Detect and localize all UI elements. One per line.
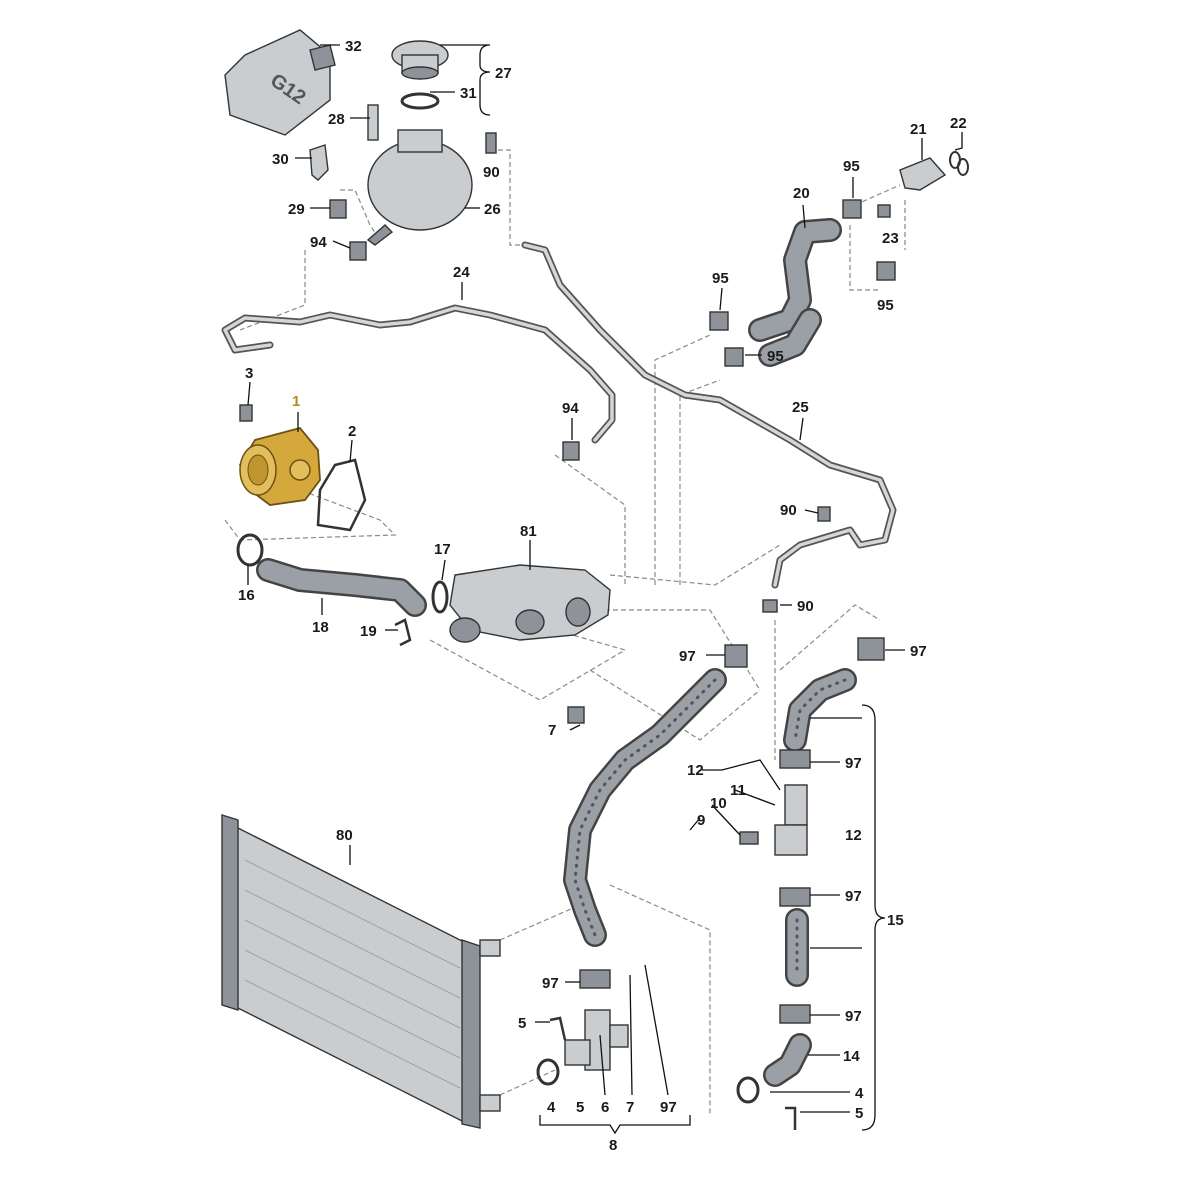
radiator <box>221 814 501 1129</box>
hose-clamp-97-f <box>579 969 611 989</box>
flange-bolt <box>877 204 891 218</box>
label-19: 19 <box>360 623 377 640</box>
label-97-upper-right: 97 <box>910 643 927 660</box>
label-94-mid: 94 <box>562 400 579 417</box>
label-24: 24 <box>453 264 470 281</box>
label-8: 8 <box>609 1137 617 1154</box>
label-5-left: 5 <box>518 1015 526 1032</box>
label-3: 3 <box>245 365 253 382</box>
label-95-left: 95 <box>712 270 729 287</box>
thermostat-housing <box>449 564 611 643</box>
hose-clamp-97-d <box>779 887 811 907</box>
label-4-right: 4 <box>855 1085 864 1102</box>
label-2: 2 <box>348 423 356 440</box>
label-26: 26 <box>484 201 501 218</box>
t-piece-connector <box>564 1009 629 1071</box>
label-20: 20 <box>793 185 810 202</box>
retaining-clip <box>309 144 329 181</box>
clip-connector-upper <box>349 241 367 261</box>
label-9: 9 <box>697 812 705 829</box>
seal-ring <box>431 580 449 614</box>
label-21: 21 <box>910 121 927 138</box>
label-12-right: 12 <box>845 827 862 844</box>
hose-connector <box>485 132 497 154</box>
label-97-bottom: 97 <box>660 1099 677 1116</box>
clamp-95-d <box>724 347 744 367</box>
expansion-tank <box>366 129 473 246</box>
level-sensor <box>367 104 379 141</box>
label-97-hose: 97 <box>679 648 696 665</box>
hose-clamp-97-c <box>779 749 811 769</box>
label-97-right-3: 97 <box>845 1008 862 1025</box>
label-90-top: 90 <box>483 164 500 181</box>
label-27: 27 <box>495 65 512 82</box>
label-1: 1 <box>292 393 300 410</box>
label-25: 25 <box>792 399 809 416</box>
label-30: 30 <box>272 151 289 168</box>
o-ring-second <box>957 158 969 176</box>
flange <box>899 157 947 191</box>
label-97-bottom-left: 97 <box>542 975 559 992</box>
label-28: 28 <box>328 111 345 128</box>
clamp-95-a <box>842 199 862 219</box>
label-4-bottom: 4 <box>547 1099 556 1116</box>
label-32: 32 <box>345 38 362 55</box>
water-pump <box>238 426 321 506</box>
pump-bolt <box>239 404 253 422</box>
label-22: 22 <box>950 115 967 132</box>
hose-clamp-97-a <box>724 644 748 668</box>
hoses <box>256 218 857 1087</box>
label-95-lower: 95 <box>767 348 784 365</box>
spring-clip <box>394 618 412 647</box>
label-6: 6 <box>601 1099 609 1116</box>
label-16: 16 <box>238 587 255 604</box>
label-5-bottom: 5 <box>576 1099 584 1116</box>
o-ring-4-left <box>536 1058 560 1086</box>
label-11: 11 <box>730 782 746 799</box>
cap-seal-ring <box>400 92 440 110</box>
o-ring-4-right <box>736 1076 760 1104</box>
coolant-pipes <box>221 241 897 589</box>
leader-lines <box>247 44 963 1135</box>
clip-connector-lower <box>562 441 580 461</box>
label-12-left: 12 <box>687 762 704 779</box>
label-10: 10 <box>710 795 727 812</box>
label-17: 17 <box>434 541 451 558</box>
label-31: 31 <box>460 85 477 102</box>
hose-clamp-97-b <box>857 637 885 661</box>
label-29: 29 <box>288 201 305 218</box>
hose-clip-7 <box>567 706 585 724</box>
label-5-right: 5 <box>855 1105 863 1122</box>
coolant-bottle: G12 <box>224 29 336 136</box>
label-7-bottom: 7 <box>626 1099 634 1116</box>
clip-5-left <box>549 1016 567 1041</box>
label-80: 80 <box>336 827 353 844</box>
bracket-part <box>329 199 347 219</box>
label-7-upper: 7 <box>548 722 556 739</box>
expansion-tank-cap <box>391 40 449 80</box>
label-97-right-1: 97 <box>845 755 862 772</box>
label-97-right-2: 97 <box>845 888 862 905</box>
label-18: 18 <box>312 619 329 636</box>
label-15: 15 <box>887 912 904 929</box>
label-95-top: 95 <box>843 158 860 175</box>
inlet-o-ring <box>236 533 264 567</box>
hose-clamp-97-e <box>779 1004 811 1024</box>
pump-gasket <box>316 458 367 532</box>
label-94-top: 94 <box>310 234 327 251</box>
label-90-mid: 90 <box>780 502 797 519</box>
label-23: 23 <box>882 230 899 247</box>
label-95-right: 95 <box>877 297 894 314</box>
pipe-clip-90-c <box>762 599 778 613</box>
label-14: 14 <box>843 1048 860 1065</box>
clip-5-right <box>785 1106 797 1130</box>
coolant-connector <box>739 784 808 856</box>
label-81: 81 <box>520 523 537 540</box>
clamp-95-b <box>876 261 896 281</box>
part-number-labels: 32 27 31 28 90 30 29 26 94 24 3 1 2 94 1… <box>238 38 967 1154</box>
pipe-clip-90-b <box>817 506 831 522</box>
clamp-95-c <box>709 311 729 331</box>
label-90-low: 90 <box>797 598 814 615</box>
